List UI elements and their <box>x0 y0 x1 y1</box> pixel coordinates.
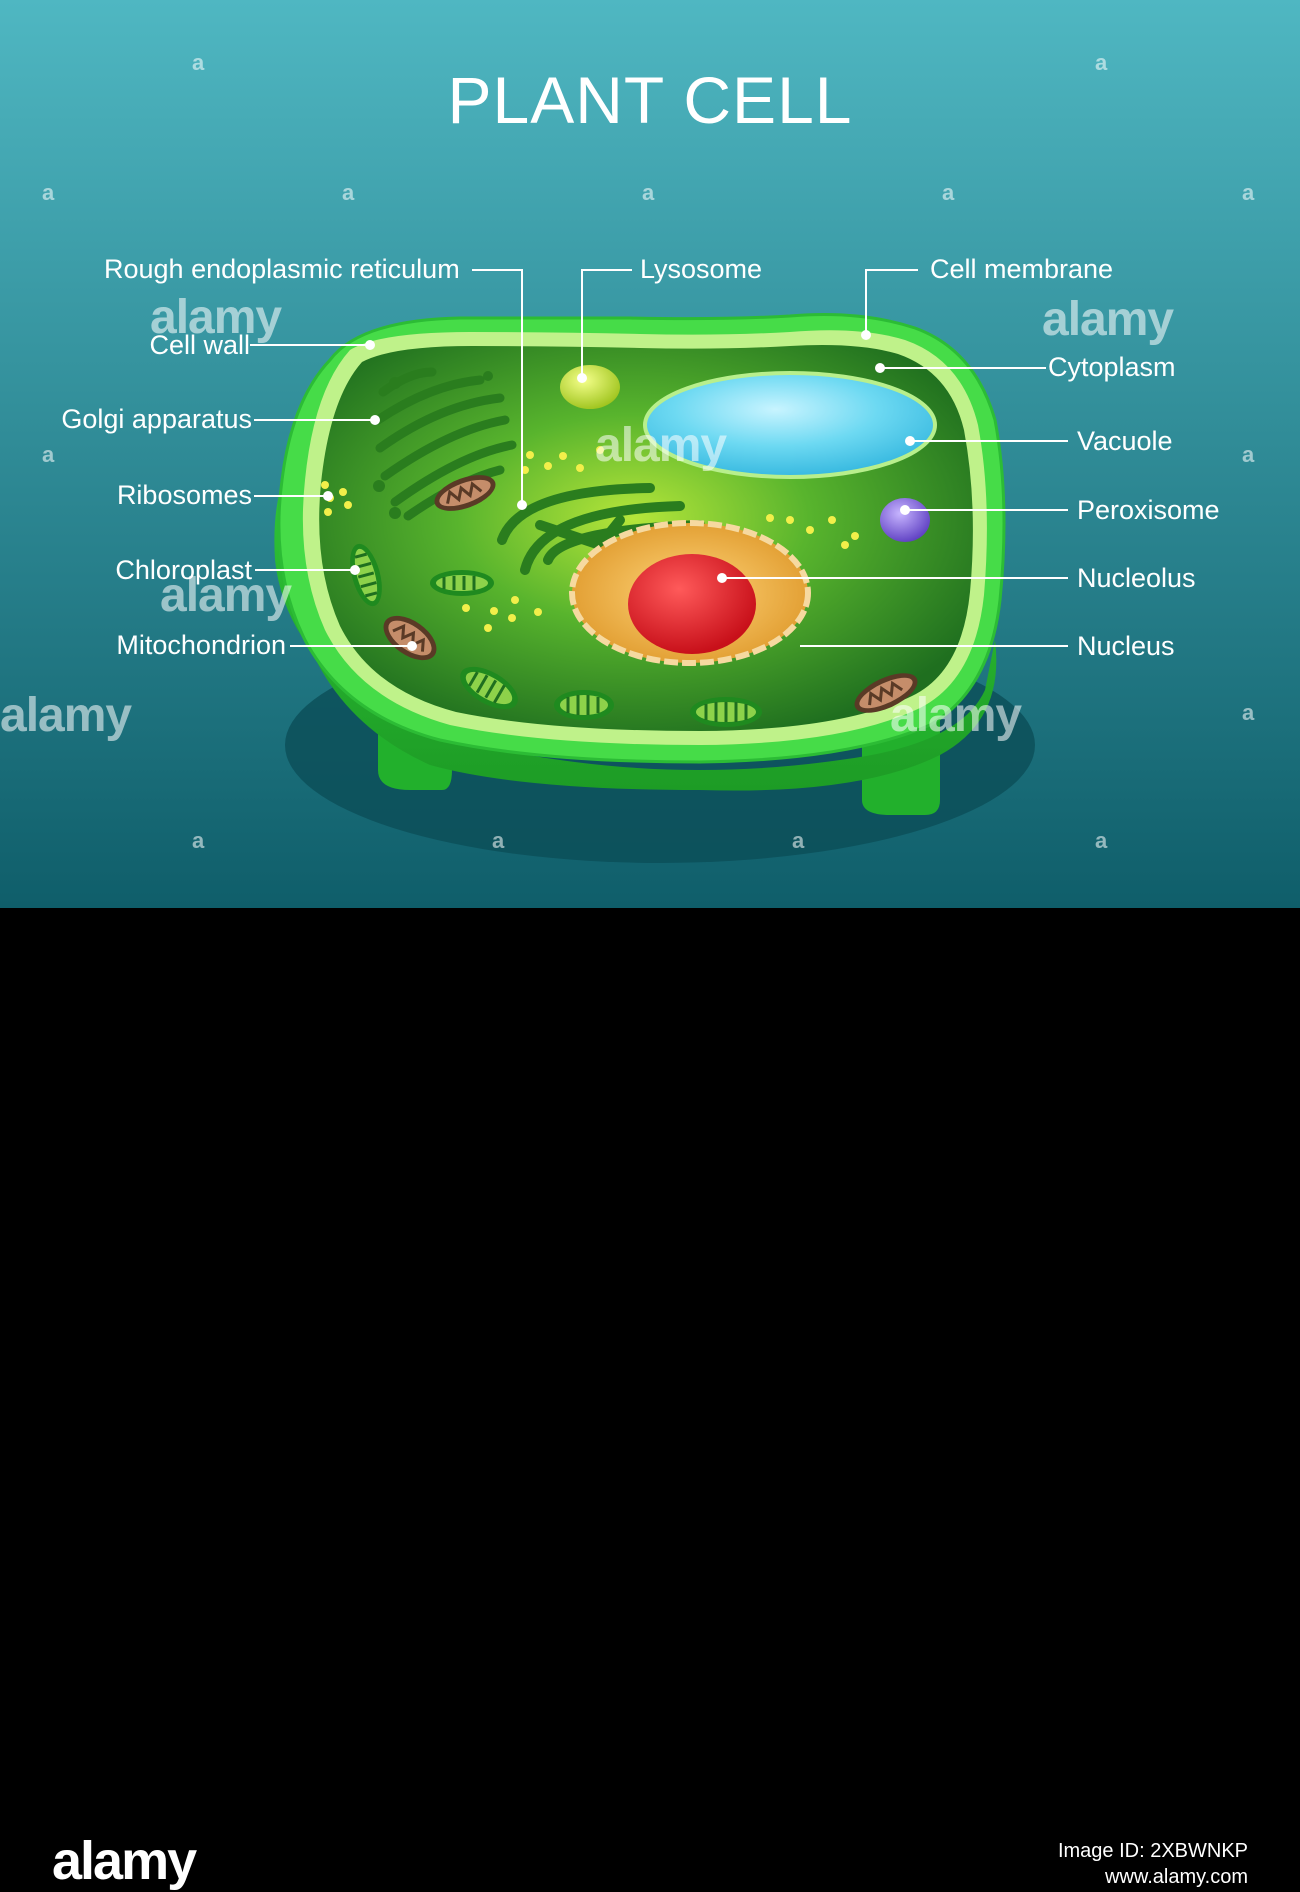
leader-dots <box>323 330 915 651</box>
watermark: alamy <box>890 689 1022 742</box>
watermark-small: a <box>192 828 204 853</box>
peroxisome <box>880 498 930 542</box>
rough-endoplasmic-reticulum <box>497 483 705 575</box>
label-cytoplasm: Cytoplasm <box>1048 352 1176 382</box>
label-peroxisome: Peroxisome <box>1077 495 1220 525</box>
leader-lysosome <box>581 269 632 378</box>
watermark-small: a <box>492 828 504 853</box>
label-ribosomes: Ribosomes <box>116 480 252 510</box>
leader-cell-membrane <box>865 269 918 335</box>
watermark-small: a <box>1242 180 1254 205</box>
label-vacuole: Vacuole <box>1077 426 1173 456</box>
watermark: alamy <box>150 291 282 344</box>
label-cell-wall: Cell wall <box>149 330 250 360</box>
label-mitochondrion: Mitochondrion <box>116 630 286 660</box>
chloroplast <box>554 690 614 720</box>
mitochondrion <box>854 673 918 713</box>
watermark: alamy <box>595 419 727 472</box>
footer-logo[interactable]: alamy <box>52 1831 197 1891</box>
mitochondrion <box>383 615 437 661</box>
chloroplast <box>430 570 494 596</box>
label-lysosome: Lysosome <box>640 254 763 284</box>
watermark: alamy <box>160 569 292 622</box>
mitochondria <box>383 475 918 713</box>
label-chloroplast: Chloroplast <box>115 555 252 585</box>
cell-wall-side <box>274 440 997 791</box>
label-golgi: Golgi apparatus <box>61 404 252 434</box>
diagram-canvas <box>0 0 1300 908</box>
watermark-small: a <box>942 180 954 205</box>
watermark-small: a <box>42 180 54 205</box>
lysosome <box>560 365 620 409</box>
vacuole <box>643 371 937 479</box>
label-nucleus: Nucleus <box>1077 631 1175 661</box>
label-rough-er: Rough endoplasmic reticulum <box>104 254 460 284</box>
watermark-small: a <box>1242 700 1254 725</box>
watermark-small: a <box>792 828 804 853</box>
watermark-small: a <box>642 180 654 205</box>
label-nucleolus: Nucleolus <box>1077 563 1196 593</box>
label-cell-membrane: Cell membrane <box>930 254 1114 284</box>
nucleolus <box>628 554 756 654</box>
mitochondrion <box>434 475 496 511</box>
leader-lines <box>250 269 1068 647</box>
ribosomes <box>321 446 859 632</box>
chloroplast <box>350 543 382 607</box>
watermark-small: a <box>1095 828 1107 853</box>
watermark: alamy <box>0 689 132 742</box>
golgi-vesicles <box>373 371 493 519</box>
watermark-small: a <box>342 180 354 205</box>
watermark-small: a <box>1242 442 1254 467</box>
golgi-apparatus <box>373 367 517 521</box>
watermark: alamy <box>1042 293 1174 346</box>
watermark-small: a <box>42 442 54 467</box>
chloroplast <box>690 697 762 727</box>
chloroplast <box>460 666 518 710</box>
footer-bar: alamy Image ID: 2XBWNKP www.alamy.com <box>0 908 1300 1891</box>
image-id-text: Image ID: 2XBWNKP <box>1057 1840 1248 1862</box>
chloroplasts <box>350 543 762 727</box>
footer-url-link[interactable]: www.alamy.com <box>1105 1866 1248 1888</box>
page-title: PLANT CELL <box>447 63 853 137</box>
watermark-small: a <box>1095 50 1107 75</box>
plant-cell-diagram: alamy alamy alamy alamy alamy alamy a a … <box>0 0 1300 908</box>
leader-rough-er <box>472 269 523 505</box>
watermark-small: a <box>192 50 204 75</box>
